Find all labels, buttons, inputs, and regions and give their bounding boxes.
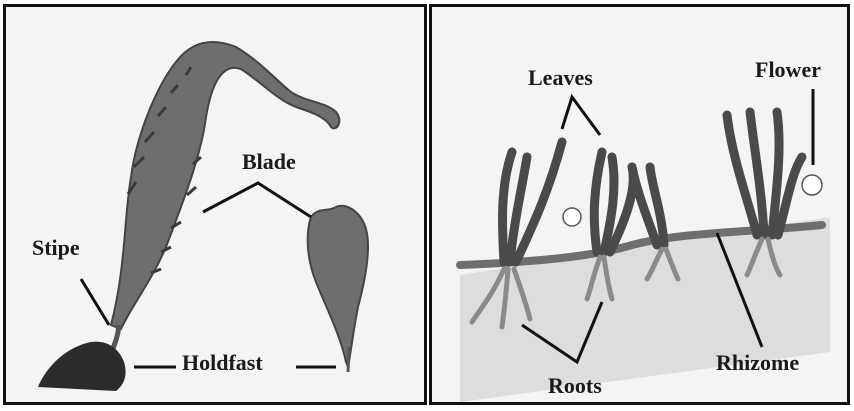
kelp-small-blade [308,206,368,367]
stipe-leader [81,279,109,325]
seagrass-plant-2 [594,152,633,252]
kelp-holdfast [38,342,126,391]
blade-leader [203,183,311,217]
leaves-label: Leaves [528,65,593,91]
seagrass-plant-1 [502,142,562,262]
holdfast-label: Holdfast [182,350,263,376]
rhizome-label: Rhizome [716,350,799,376]
seagrass-flower-1 [563,208,581,226]
blade-label: Blade [242,149,296,175]
kelp-illustration [6,7,424,402]
kelp-small-stipe [348,347,349,372]
leaves-leader [562,97,600,135]
roots-label: Roots [548,373,602,399]
kelp-panel: Stipe Blade Holdfast [3,4,427,405]
flower-label: Flower [755,57,821,83]
seagrass-panel: Leaves Flower Roots Rhizome [429,4,850,405]
stipe-label: Stipe [32,235,80,261]
seagrass-plant-3 [632,167,664,245]
seagrass-plant-4 [727,112,802,235]
kelp-blade-large [111,42,339,329]
seagrass-flower-2 [802,175,822,195]
